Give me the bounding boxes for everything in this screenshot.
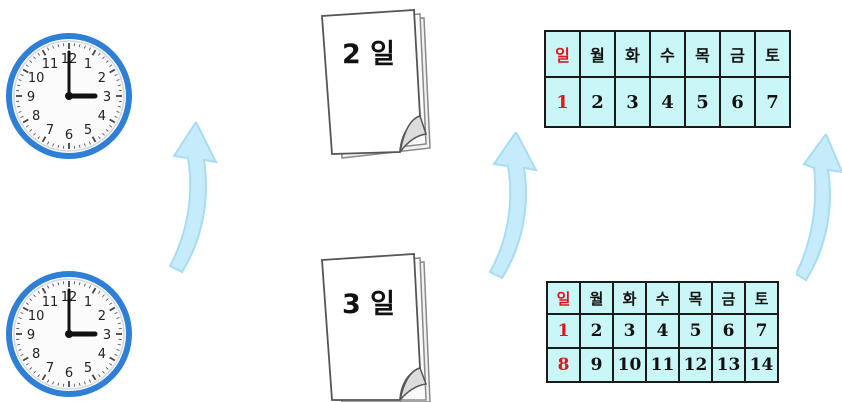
date-cell: 3 <box>613 314 646 348</box>
clock-numeral: 10 <box>28 71 45 86</box>
clock-numeral: 7 <box>46 123 54 138</box>
clock-numeral: 6 <box>65 128 73 143</box>
clock-numeral: 10 <box>28 309 45 324</box>
day-pad-top: 2 일 <box>314 8 438 166</box>
clock-numeral: 5 <box>84 361 92 376</box>
clock-top: 121234567891011 <box>6 33 132 159</box>
clock-numeral: 8 <box>32 347 40 362</box>
date-cell: 5 <box>679 314 712 348</box>
calendar-week-1: 일 월 화 수 목 금 토 1 2 3 4 5 6 7 <box>544 30 791 128</box>
day-pad-icon <box>314 252 438 402</box>
clock-face-icon: 121234567891011 <box>6 271 132 397</box>
clock-face-icon: 121234567891011 <box>6 33 132 159</box>
weekday-wed: 수 <box>650 31 685 77</box>
clock-center <box>65 92 73 100</box>
clock-numeral: 1 <box>84 295 92 310</box>
date-cell: 2 <box>580 77 615 127</box>
clock-numeral: 7 <box>46 361 54 376</box>
clock-numeral: 4 <box>98 109 106 124</box>
calendar-week-row: 8 9 10 11 12 13 14 <box>547 348 778 382</box>
date-cell: 8 <box>547 348 580 382</box>
clock-numeral: 11 <box>42 295 59 310</box>
weekday-tue: 화 <box>613 282 646 314</box>
date-cell: 4 <box>646 314 679 348</box>
clock-numeral: 2 <box>98 71 106 86</box>
weekday-fri: 금 <box>720 31 755 77</box>
clock-numeral: 4 <box>98 347 106 362</box>
clock-numeral: 1 <box>84 57 92 72</box>
day-pad-bottom: 3 일 <box>314 252 438 402</box>
clock-center <box>65 330 73 338</box>
clock-numeral: 11 <box>42 57 59 72</box>
date-cell: 1 <box>545 77 580 127</box>
clock-numeral: 5 <box>84 123 92 138</box>
curved-up-arrow-icon <box>488 132 552 282</box>
weekday-mon: 월 <box>580 31 615 77</box>
date-cell: 12 <box>679 348 712 382</box>
weekday-sat: 토 <box>755 31 790 77</box>
date-cell: 13 <box>712 348 745 382</box>
day-label-bottom: 3 일 <box>342 282 395 321</box>
date-cell: 4 <box>650 77 685 127</box>
clock-bottom: 121234567891011 <box>6 271 132 397</box>
arrow-up-2 <box>488 132 552 282</box>
weekday-tue: 화 <box>615 31 650 77</box>
date-cell: 10 <box>613 348 646 382</box>
date-cell: 7 <box>745 314 778 348</box>
date-cell: 9 <box>580 348 613 382</box>
weekday-sun: 일 <box>545 31 580 77</box>
date-cell: 5 <box>685 77 720 127</box>
curved-up-arrow-icon <box>796 134 842 284</box>
clock-numeral: 9 <box>27 328 35 343</box>
date-cell: 6 <box>712 314 745 348</box>
clock-numeral: 2 <box>98 309 106 324</box>
clock-numeral: 9 <box>27 90 35 105</box>
date-cell: 6 <box>720 77 755 127</box>
arrow-up-3 <box>796 134 842 284</box>
arrow-up-1 <box>168 122 232 278</box>
calendar-week-2: 일 월 화 수 목 금 토 1 2 3 4 5 6 7 8 9 10 11 12… <box>546 281 779 383</box>
calendar-header-row: 일 월 화 수 목 금 토 <box>547 282 778 314</box>
weekday-sun: 일 <box>547 282 580 314</box>
date-cell: 7 <box>755 77 790 127</box>
clock-numeral: 6 <box>65 366 73 381</box>
calendar-week-row: 1 2 3 4 5 6 7 <box>545 77 790 127</box>
date-cell: 11 <box>646 348 679 382</box>
weekday-thu: 목 <box>679 282 712 314</box>
weekday-fri: 금 <box>712 282 745 314</box>
clock-numeral: 3 <box>103 328 111 343</box>
weekday-thu: 목 <box>685 31 720 77</box>
calendar-week-row: 1 2 3 4 5 6 7 <box>547 314 778 348</box>
clock-numeral: 3 <box>103 90 111 105</box>
calendar-header-row: 일 월 화 수 목 금 토 <box>545 31 790 77</box>
day-label-top: 2 일 <box>342 32 395 71</box>
date-cell: 1 <box>547 314 580 348</box>
curved-up-arrow-icon <box>168 122 232 278</box>
date-cell: 3 <box>615 77 650 127</box>
clock-numeral: 8 <box>32 109 40 124</box>
weekday-sat: 토 <box>745 282 778 314</box>
weekday-mon: 월 <box>580 282 613 314</box>
weekday-wed: 수 <box>646 282 679 314</box>
date-cell: 14 <box>745 348 778 382</box>
date-cell: 2 <box>580 314 613 348</box>
